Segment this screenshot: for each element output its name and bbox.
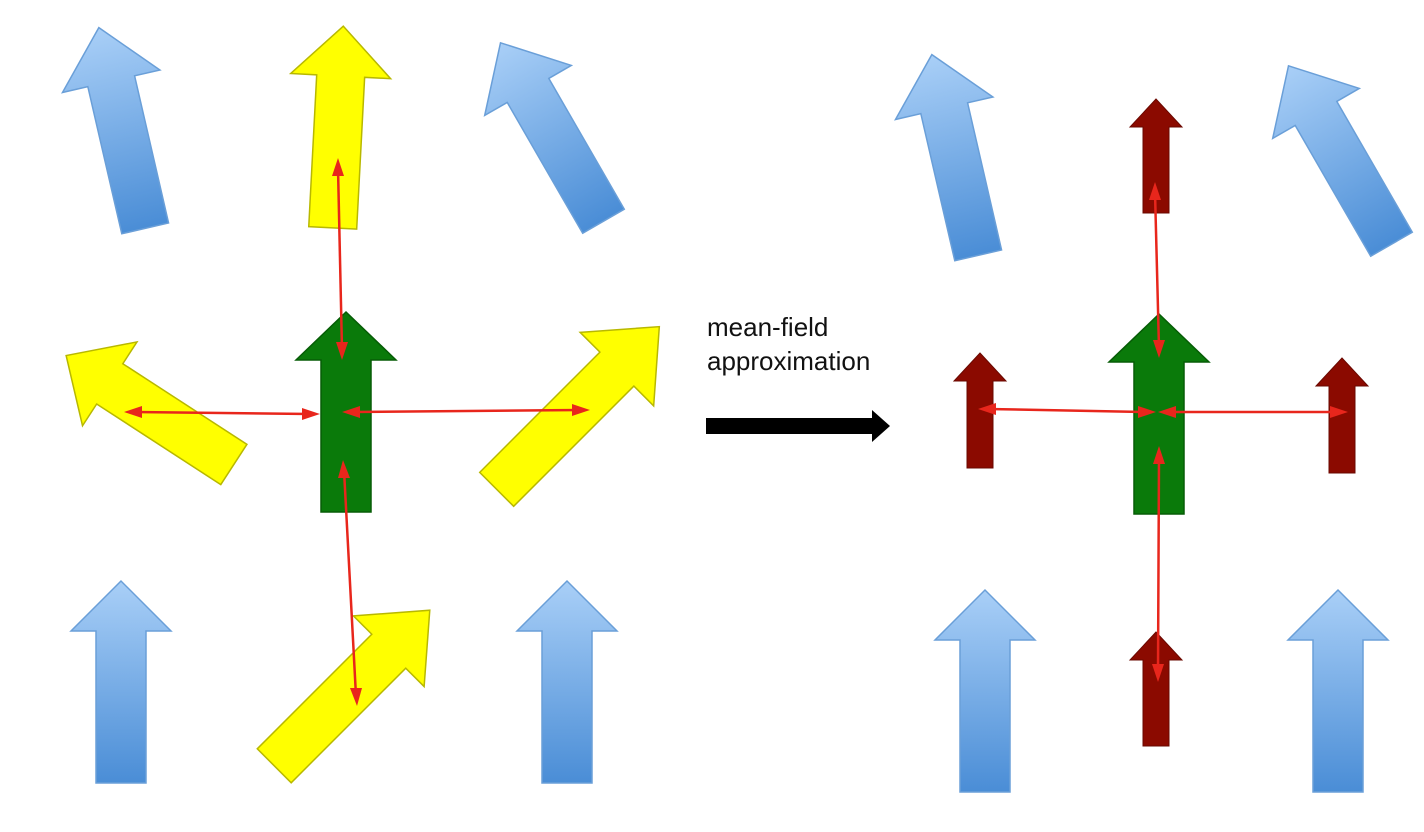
mean-field-spin-left bbox=[952, 352, 1008, 469]
transition-caption: mean-field approximation bbox=[707, 310, 870, 378]
mf-interaction-arrow-right bbox=[1158, 406, 1348, 418]
transition-arrow-icon bbox=[706, 410, 890, 442]
mf-interaction-arrow-down bbox=[1152, 446, 1165, 682]
mean-field-spin-top bbox=[1128, 98, 1184, 214]
left-lattice bbox=[61, 25, 661, 784]
interactions-left bbox=[124, 158, 590, 706]
blue-spin-top-left bbox=[61, 26, 170, 235]
yellow-spin-right bbox=[478, 325, 661, 508]
central-spin-right bbox=[1107, 312, 1211, 515]
blue-spin-top-right bbox=[483, 41, 626, 235]
mf-interaction-arrow-left bbox=[978, 403, 1156, 418]
interaction-arrow-down bbox=[338, 460, 362, 706]
caption-line-2: approximation bbox=[707, 346, 871, 376]
caption-line-1: mean-field bbox=[707, 312, 829, 342]
blue-spin-bottom-left bbox=[69, 579, 173, 784]
right-lattice bbox=[894, 53, 1414, 793]
yellow-spin-left bbox=[65, 340, 248, 486]
yellow-spin-bottom bbox=[256, 609, 431, 784]
blue-spin-bottom-right-mf bbox=[1286, 588, 1390, 793]
mean-field-spin-right bbox=[1314, 357, 1370, 474]
mf-interaction-arrow-up bbox=[1149, 182, 1165, 358]
interaction-arrow-left bbox=[124, 406, 320, 420]
blue-spin-top-left-mf bbox=[894, 53, 1003, 262]
yellow-spin-top bbox=[288, 25, 393, 230]
interaction-arrow-right bbox=[342, 404, 590, 418]
blue-spin-bottom-left-mf bbox=[933, 588, 1037, 793]
blue-spin-top-right-mf bbox=[1271, 64, 1414, 258]
mean-field-spin-bottom bbox=[1128, 631, 1184, 747]
interactions-right bbox=[978, 182, 1348, 682]
blue-spin-bottom-right bbox=[515, 579, 619, 784]
interaction-arrow-up bbox=[332, 158, 348, 360]
